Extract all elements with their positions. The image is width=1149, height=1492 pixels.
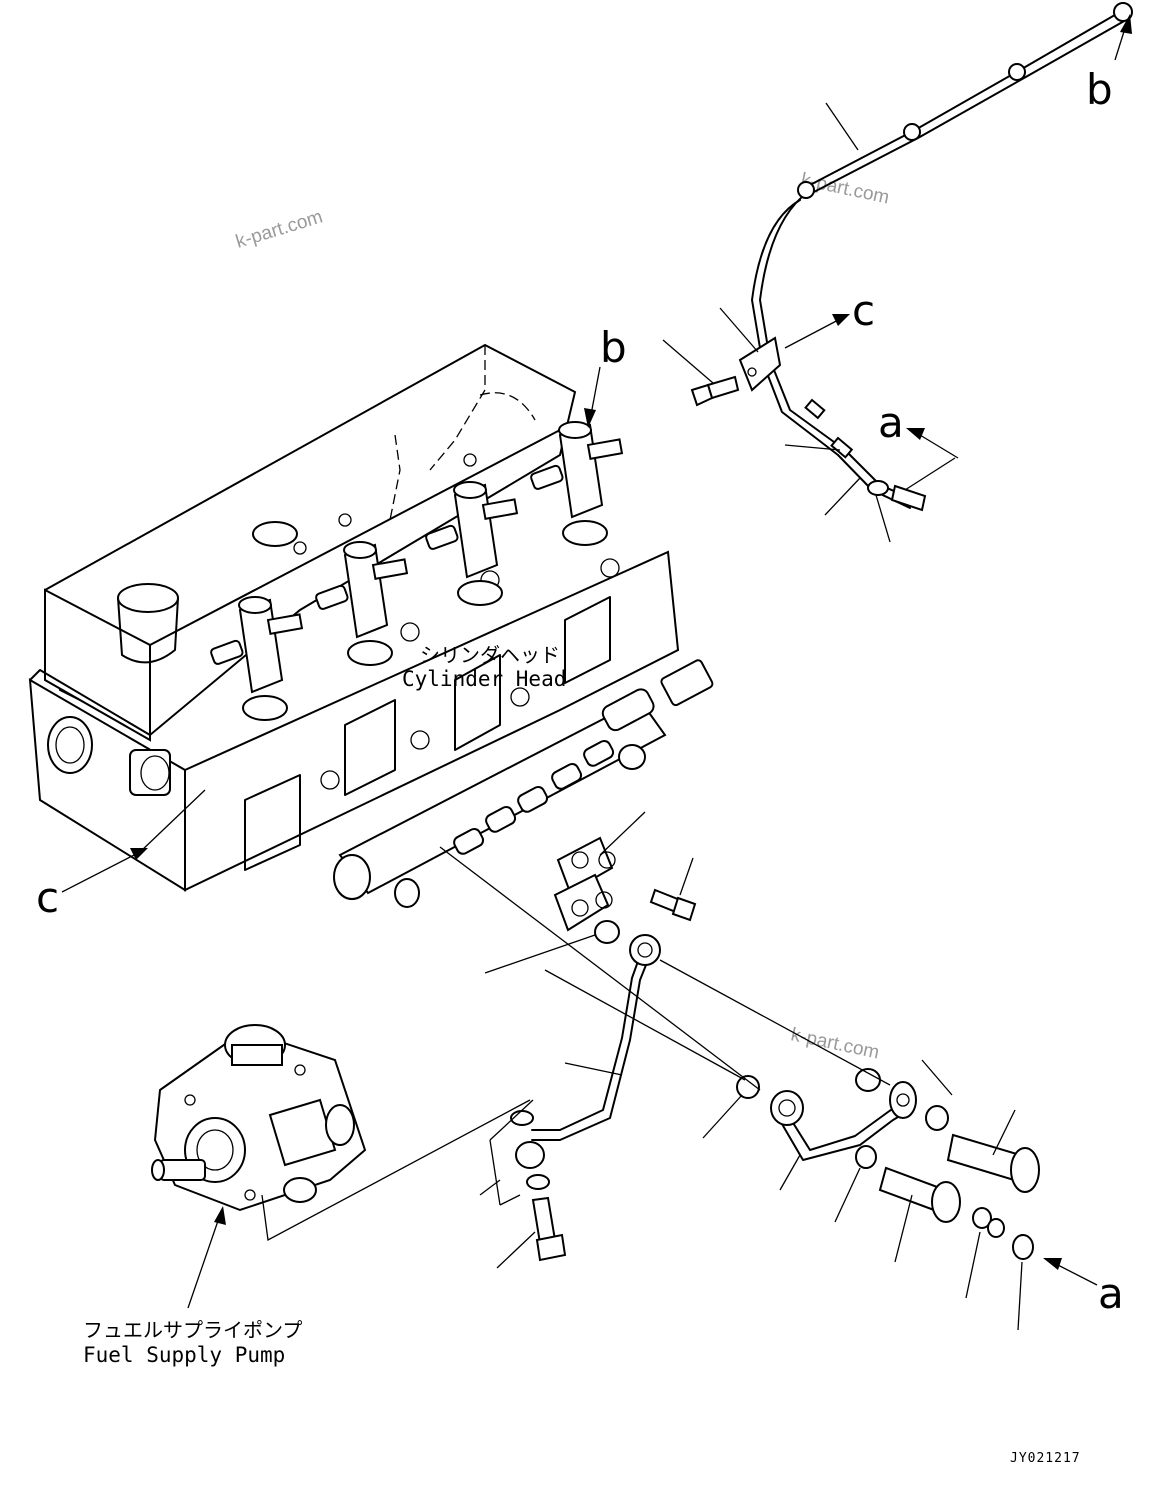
- leader-lines: [261, 102, 1023, 1331]
- washer-2: [736, 1075, 760, 1099]
- ref-a-bottom: a: [1098, 1269, 1124, 1318]
- common-rail: [333, 659, 714, 908]
- rail-fitting-1: [453, 827, 485, 855]
- rail-fitting-5: [583, 739, 615, 767]
- ref-b-top: b: [1086, 65, 1113, 114]
- eye-bolt-2: [878, 1166, 961, 1223]
- rail-fitting-2: [485, 805, 517, 833]
- clamp-bolt: [690, 375, 740, 407]
- fuel-supply-pump: [151, 1024, 367, 1212]
- watermark-3: k-part.com: [789, 1024, 881, 1063]
- washer-5: [855, 1145, 877, 1169]
- rail-bracket: [553, 836, 616, 932]
- plug: [972, 1207, 1005, 1238]
- arrow-b-injector: [584, 366, 601, 428]
- arrow-b-top: [1114, 14, 1132, 61]
- arrow-c-top: [784, 314, 850, 349]
- rail-fitting-4: [551, 762, 583, 790]
- arrow-cylinder-head: [139, 789, 206, 853]
- leak-off-pipe: [690, 2, 1133, 512]
- pump-side-bolt: [531, 1196, 567, 1262]
- washer-6: [1012, 1234, 1034, 1260]
- cylinder-head-label-en: Cylinder Head: [402, 667, 566, 691]
- washer-3: [855, 1068, 881, 1092]
- injector-4: [530, 421, 624, 546]
- ref-c-left: c: [36, 873, 59, 922]
- overflow-pipe: [770, 1081, 917, 1161]
- ref-c-top: c: [852, 286, 875, 335]
- ref-b-injector: b: [600, 323, 627, 372]
- cylinder-head: [28, 343, 680, 892]
- ref-a-top: a: [878, 398, 904, 447]
- fuel-pump-label-jp: フュエルサプライポンプ: [83, 1318, 302, 1342]
- eye-bolt-1: [946, 1133, 1040, 1193]
- injector-1: [210, 596, 304, 721]
- high-pressure-pipe: [510, 934, 661, 1190]
- washer: [594, 920, 620, 944]
- fuel-pump-label-en: Fuel Supply Pump: [83, 1343, 285, 1367]
- bracket-bolt: [649, 888, 697, 922]
- arrow-c-left: [61, 848, 148, 893]
- injector-3: [425, 481, 519, 606]
- injector-2: [315, 541, 409, 666]
- watermark-1: k-part.com: [233, 206, 325, 252]
- arrow-a-top: [906, 428, 959, 459]
- cylinder-head-label-jp: シリンダヘッド: [420, 643, 560, 667]
- arrow-a-bottom: [1043, 1258, 1098, 1286]
- washer-4: [925, 1105, 949, 1131]
- arrow-fuel-pump: [187, 1206, 226, 1309]
- rail-fitting-3: [517, 785, 549, 813]
- drawing-code: JY021217: [1010, 1451, 1081, 1466]
